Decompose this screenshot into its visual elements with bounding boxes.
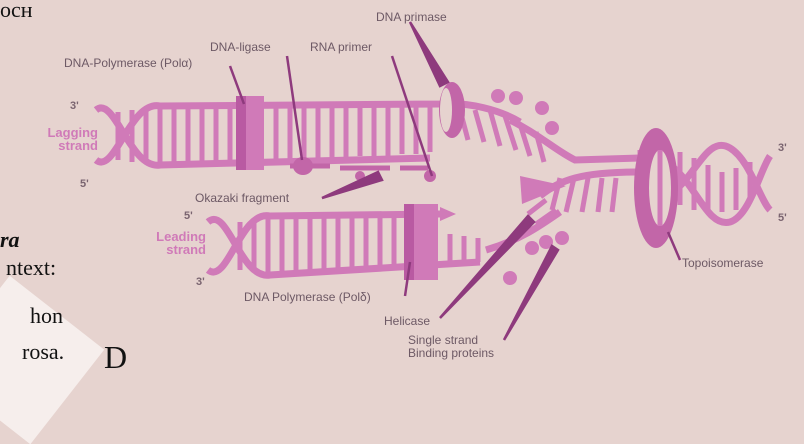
dna-replication-diagram — [0, 0, 804, 362]
label-leading-strand-word: strand — [166, 242, 206, 257]
label-dna-ligase: DNA-ligase — [210, 40, 271, 54]
leading-duplex — [208, 207, 480, 275]
prime-5-lagging-bottom: 5' — [80, 178, 89, 190]
label-okazaki-fragment: Okazaki fragment — [195, 191, 289, 205]
label-lagging-strand-word: strand — [58, 138, 98, 153]
dna-polymerase-delta-shape — [412, 204, 438, 280]
prime-3-right: 3' — [778, 142, 787, 154]
label-lagging-strand: Lagging strand — [32, 126, 98, 152]
label-leading-strand: Leading strand — [140, 230, 206, 256]
prime-5-leading-top: 5' — [184, 210, 193, 222]
prime-3-leading-bottom: 3' — [196, 276, 205, 288]
dna-polymerase-alpha-shape — [244, 96, 264, 170]
label-single-strand-binding-proteins: Single strand Binding proteins — [408, 334, 494, 360]
fork-upper-arm — [460, 110, 640, 162]
label-topoisomerase: Topoisomerase — [682, 256, 763, 270]
label-binding-proteins: Binding proteins — [408, 346, 494, 360]
label-dna-polymerase-delta: DNA Polymerase (Polδ) — [244, 290, 371, 304]
label-rna-primer: RNA primer — [310, 40, 372, 54]
label-dna-primase: DNA primase — [376, 10, 447, 24]
prime-5-right: 5' — [778, 212, 787, 224]
label-single-strand: Single strand — [408, 333, 478, 347]
prime-3-lagging-top: 3' — [70, 100, 79, 112]
label-helicase: Helicase — [384, 314, 430, 328]
label-dna-polymerase-alpha: DNA-Polymerase (Polα) — [64, 56, 192, 70]
